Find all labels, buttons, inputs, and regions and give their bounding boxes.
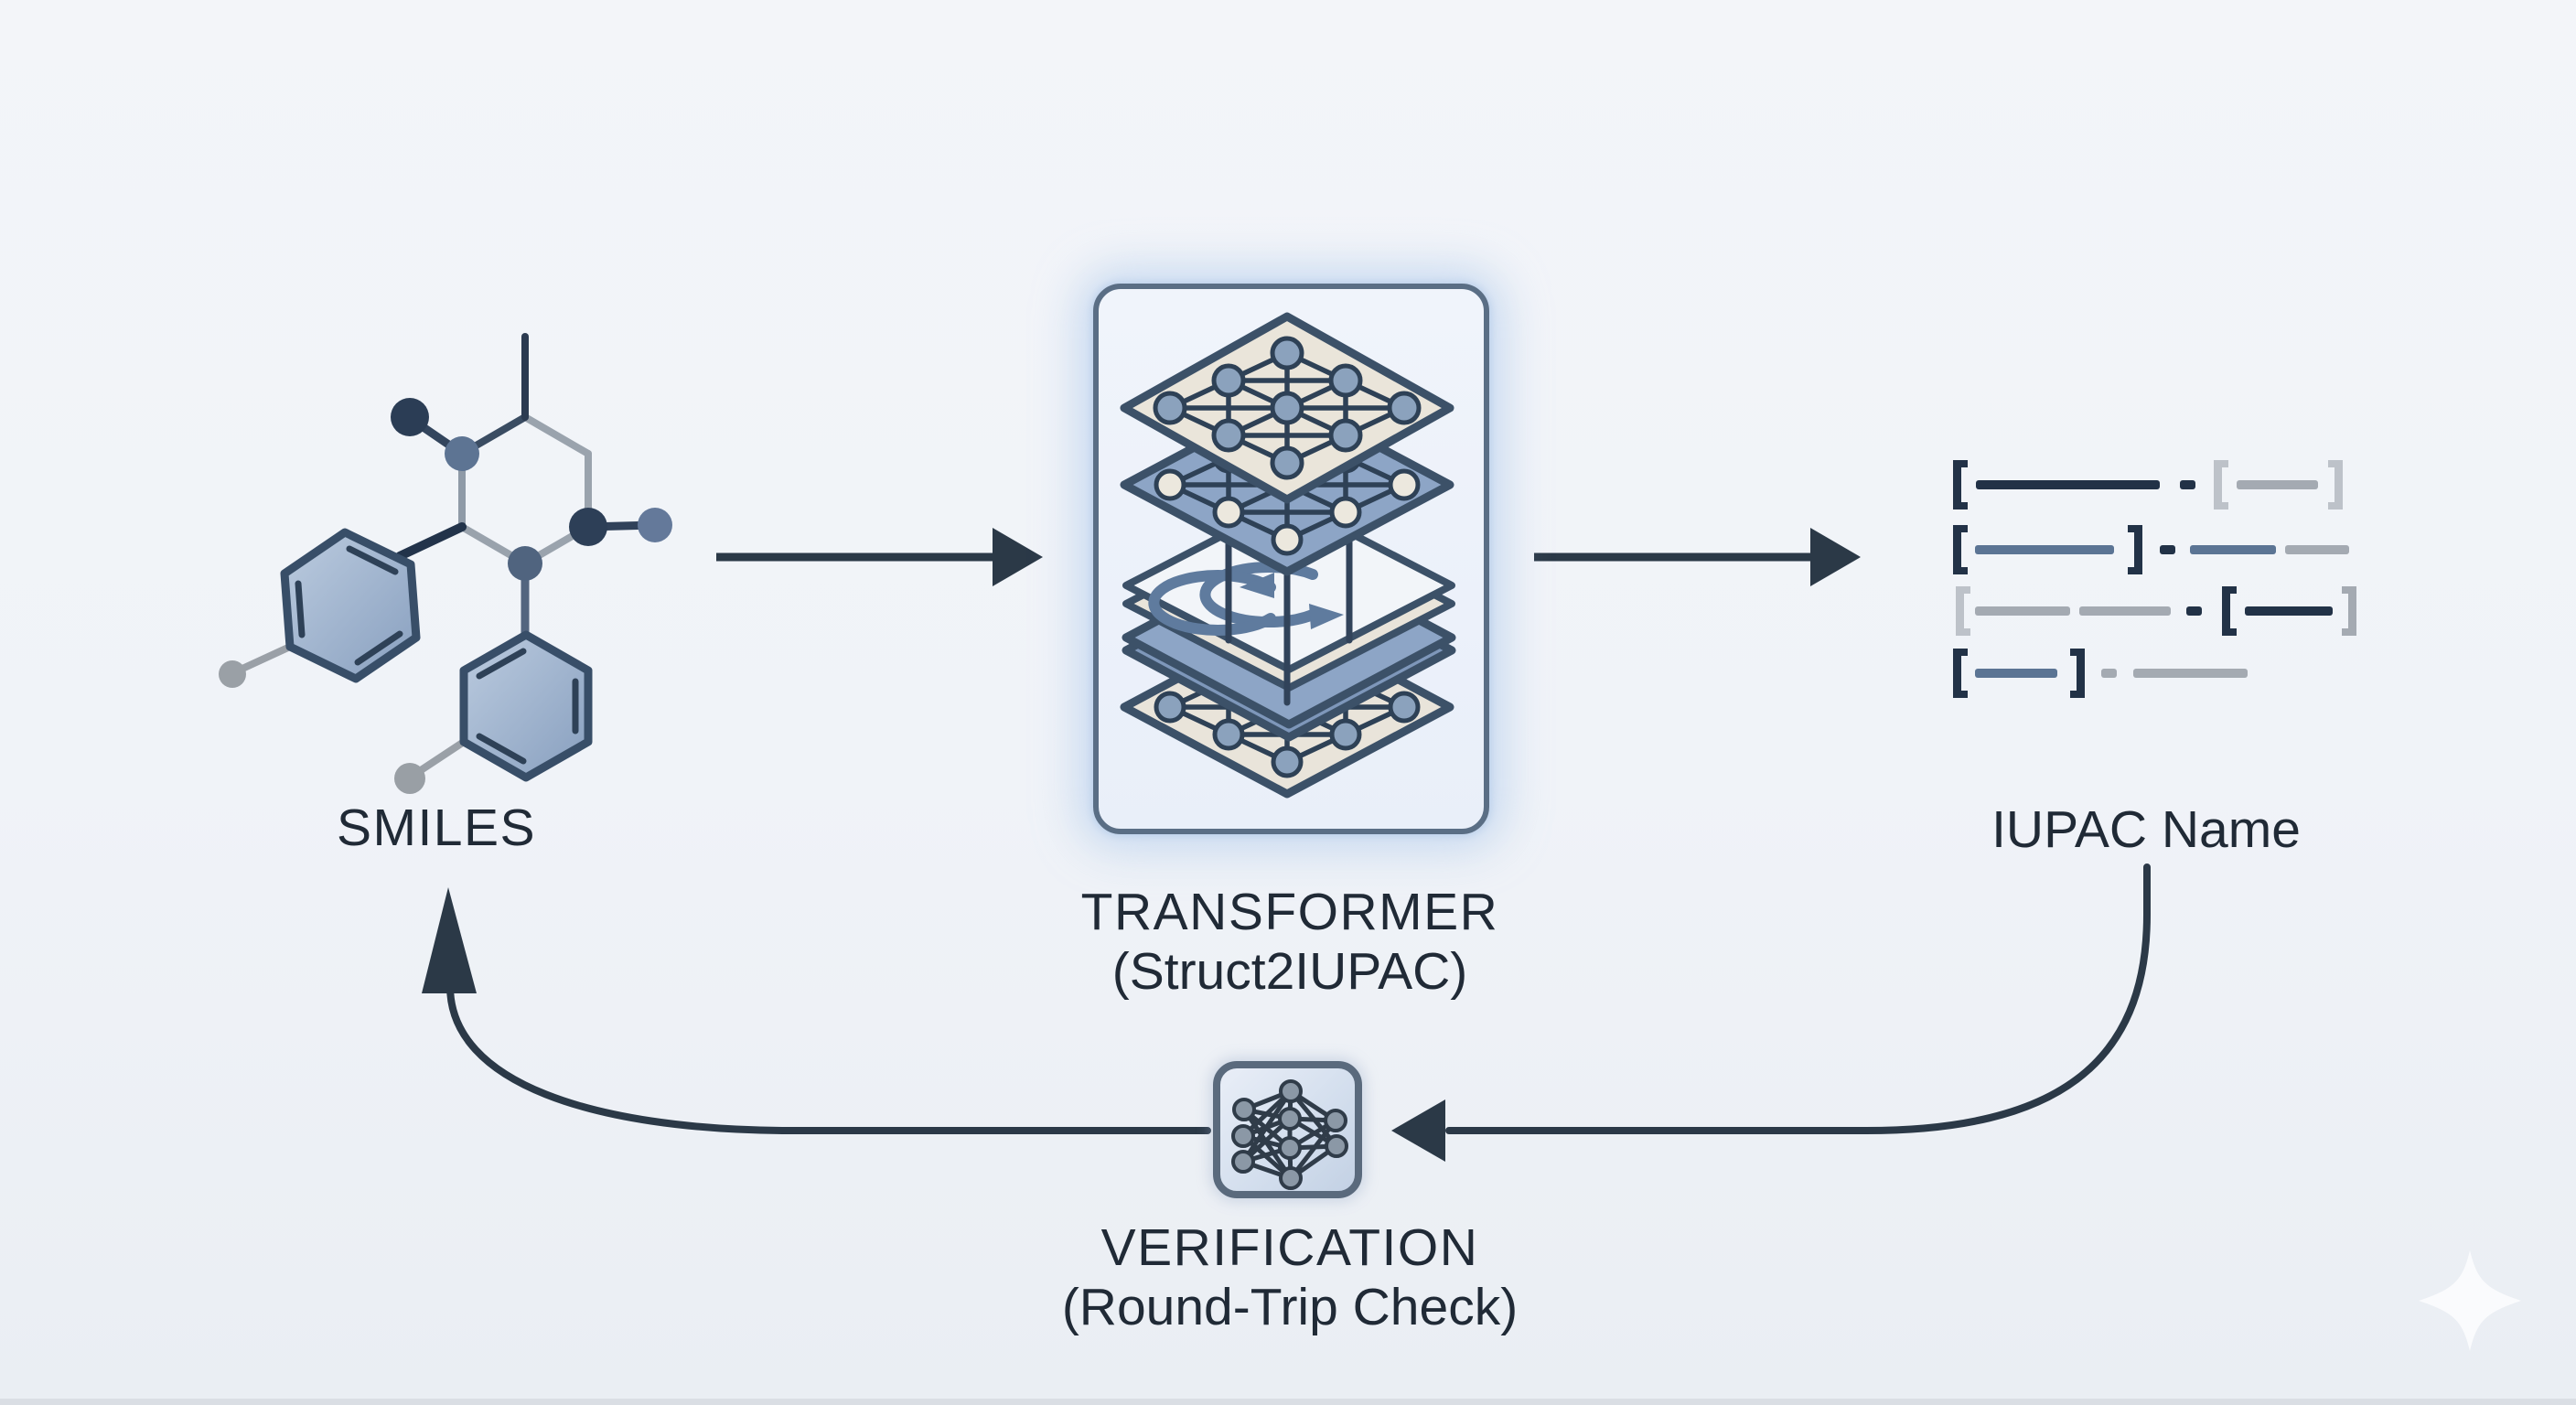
text-bar-token [1975,669,2057,678]
iupac-line-3 [1947,585,2356,637]
bracket-close [2328,460,2343,509]
atom-slate [638,508,672,542]
image-bottom-edge [0,1399,2576,1405]
dash-token [2101,669,2117,678]
text-bar-token [1975,606,2070,616]
bracket-open [1953,460,1968,509]
text-bar-token [2237,480,2318,489]
atom-gray [394,763,425,794]
dash-token [2160,545,2175,554]
smiles-label: SMILES [336,799,537,857]
bracket-close [2070,649,2085,698]
verification-label: VERIFICATION [1100,1218,1479,1277]
text-bar-token [2133,669,2248,678]
verification-box [1213,1061,1362,1198]
atom-dark [569,508,607,546]
transformer-sublabel: (Struct2IUPAC) [1111,942,1468,1001]
text-bar-token [2285,545,2349,554]
verification-sublabel: (Round-Trip Check) [1061,1278,1519,1336]
text-bar-token [2245,606,2333,616]
bracket-open [2222,586,2237,636]
atom-dark [391,398,429,436]
iupac-line-4 [1947,648,2248,699]
bracket-open [1953,649,1968,698]
text-bar-token [1976,480,2160,489]
bracket-open [1953,525,1968,574]
atom-slate [508,546,542,581]
dash-token [2180,480,2195,489]
atom-gray [219,660,246,688]
bracket-open [2214,460,2228,509]
stacked-neural-layers-icon [1120,312,1456,799]
arrow-smiles-to-transformer [716,528,1043,586]
bracket-open [1956,586,1970,636]
sparkle-icon [2419,1250,2521,1351]
iupac-line-2 [1947,524,2349,575]
benzene-ring-left [280,528,421,683]
neural-network-icon [1231,1079,1348,1190]
bracket-close [2342,586,2356,636]
iupac-name-label: IUPAC Name [1991,800,2301,859]
text-bar-token [2190,545,2276,554]
feedback-loop-arrow [422,863,2151,1162]
iupac-name-output [1947,456,2367,712]
arrow-transformer-to-iupac [1534,528,1861,586]
molecule-structure-icon [219,333,672,794]
text-bar-token [1975,545,2114,554]
iupac-line-1 [1947,459,2343,510]
text-bar-token [2079,606,2171,616]
benzene-ring-bottom [459,630,593,782]
transformer-label: TRANSFORMER [1080,883,1499,941]
transformer-box [1093,284,1489,834]
bracket-close [2128,525,2142,574]
dash-token [2186,606,2202,616]
atom-slate [445,436,479,471]
